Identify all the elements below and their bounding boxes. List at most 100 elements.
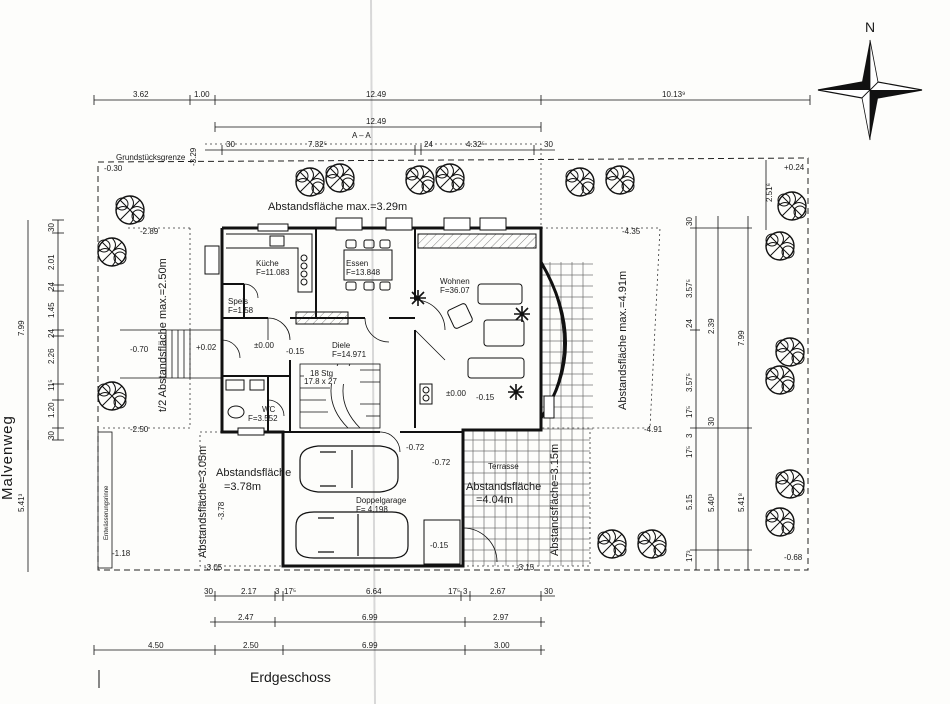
tree-icon	[637, 529, 667, 559]
svg-text:5.41⁸: 5.41⁸	[737, 493, 746, 512]
dimension-lines-left	[27, 219, 64, 572]
tree-icon	[605, 165, 635, 195]
setback-right: Abstandsfläche max.=4.91m	[617, 271, 629, 410]
svg-text:3.57⁵: 3.57⁵	[685, 279, 694, 298]
room-name-essen: Essen	[346, 259, 368, 268]
interior-walls	[222, 228, 463, 433]
svg-text:24: 24	[424, 140, 433, 149]
tree-icon	[565, 167, 595, 197]
svg-text:1.20: 1.20	[47, 402, 56, 418]
svg-text:4.50: 4.50	[148, 641, 164, 650]
svg-text:17⁵: 17⁵	[685, 406, 694, 418]
svg-text:2.39: 2.39	[707, 318, 716, 334]
tree-icon	[435, 163, 465, 193]
room-area-kueche: F=11.083	[256, 268, 290, 277]
svg-text:-2.89: -2.89	[140, 227, 159, 236]
tree-icon	[295, 167, 325, 197]
svg-text:2.67: 2.67	[490, 587, 506, 596]
svg-text:-0.15: -0.15	[286, 347, 305, 356]
compass-north-label: N	[865, 19, 875, 35]
setback-terrace-vertical: Abstandsfläche=3.15m	[549, 444, 561, 556]
svg-text:2.17: 2.17	[241, 587, 257, 596]
svg-text:1.00: 1.00	[194, 90, 210, 99]
svg-text:7.99: 7.99	[17, 320, 26, 336]
svg-text:2.01: 2.01	[47, 254, 56, 270]
svg-text:30: 30	[685, 217, 694, 226]
svg-text:17⁵: 17⁵	[448, 587, 460, 596]
cabinet	[295, 311, 349, 325]
svg-text:6.99: 6.99	[362, 613, 378, 622]
tree-icon	[325, 163, 355, 193]
dimension-lines-top	[93, 95, 811, 155]
room-name-diele: Diele	[332, 341, 351, 350]
svg-text:5.40³: 5.40³	[707, 493, 716, 512]
room-area-essen: F=13.848	[346, 268, 381, 277]
tree-icon	[777, 191, 807, 221]
svg-text:±0.00: ±0.00	[446, 389, 467, 398]
room-name-terrasse: Terrasse	[488, 462, 519, 471]
svg-text:24: 24	[47, 329, 56, 338]
setback-garage-h2: =3.78m	[224, 481, 261, 493]
svg-text:3: 3	[275, 587, 280, 596]
svg-text:12.49: 12.49	[366, 90, 387, 99]
tree-icon	[97, 381, 127, 411]
terrace-tiles-south	[463, 430, 590, 566]
tree-icon	[765, 507, 795, 537]
kitchen-counter	[226, 233, 313, 293]
svg-text:-3.29: -3.29	[189, 147, 198, 166]
svg-text:±0.00: ±0.00	[254, 341, 275, 350]
tree-icon	[115, 195, 145, 225]
svg-text:-4.35: -4.35	[622, 227, 641, 236]
svg-text:5.15: 5.15	[685, 494, 694, 510]
stairs-size: 17.8 x 27	[304, 377, 337, 386]
svg-text:7.99: 7.99	[737, 330, 746, 346]
setback-garage-vertical: Abstandsfläche=3.05m	[197, 446, 209, 558]
svg-text:30: 30	[204, 587, 213, 596]
setback-terrace-h1: Abstandsfläche	[466, 481, 541, 493]
plant-icon	[507, 383, 525, 401]
garage-cars	[295, 445, 409, 559]
plant-icon	[409, 289, 427, 307]
room-name-speis: Speis	[228, 297, 248, 306]
svg-text:17⁵: 17⁵	[685, 446, 694, 458]
room-name-doppelgarage: Doppelgarage	[356, 496, 407, 505]
dining-table	[343, 239, 393, 291]
windows	[204, 217, 555, 436]
svg-text:-3.05: -3.05	[204, 563, 223, 572]
svg-text:30: 30	[226, 140, 235, 149]
setback-top: Abstandsfläche max.=3.29m	[268, 201, 407, 213]
setback-garage-h1: Abstandsfläche	[216, 467, 291, 479]
svg-text:24: 24	[47, 282, 56, 291]
svg-text:-0.70: -0.70	[130, 345, 149, 354]
compass-rose-icon	[817, 39, 923, 141]
room-name-kueche: Küche	[256, 259, 279, 268]
plan-title: Erdgeschoss	[250, 669, 331, 685]
svg-text:-1.18: -1.18	[112, 549, 131, 558]
tree-icon	[97, 237, 127, 267]
svg-text:-2.50: -2.50	[130, 425, 149, 434]
svg-text:-0.68: -0.68	[784, 553, 803, 562]
svg-text:3.00: 3.00	[494, 641, 510, 650]
svg-text:3: 3	[685, 433, 694, 438]
tree-icon	[597, 529, 627, 559]
svg-text:24: 24	[685, 319, 694, 328]
tree-icon	[405, 165, 435, 195]
svg-text:-0.15: -0.15	[430, 541, 449, 550]
street-name: Malvenweg	[0, 415, 16, 500]
svg-text:2.51⁶: 2.51⁶	[765, 183, 774, 202]
svg-text:+0.24: +0.24	[784, 163, 805, 172]
svg-text:6.64: 6.64	[366, 587, 382, 596]
room-area-speis: F=1.58	[228, 306, 254, 315]
svg-text:7.32⁵: 7.32⁵	[308, 140, 327, 149]
svg-text:3.57⁵: 3.57⁵	[685, 373, 694, 392]
room-name-wc: WC	[262, 405, 276, 414]
svg-text:3.62: 3.62	[133, 90, 149, 99]
svg-text:6.99: 6.99	[362, 641, 378, 650]
room-area-doppelgarage: F= 4.198	[356, 505, 388, 514]
svg-text:30: 30	[47, 223, 56, 232]
svg-text:17³: 17³	[685, 550, 694, 562]
room-area-wohnen: F=36.07	[440, 286, 470, 295]
plant-icon	[513, 305, 531, 323]
svg-text:-4.91: -4.91	[644, 425, 663, 434]
